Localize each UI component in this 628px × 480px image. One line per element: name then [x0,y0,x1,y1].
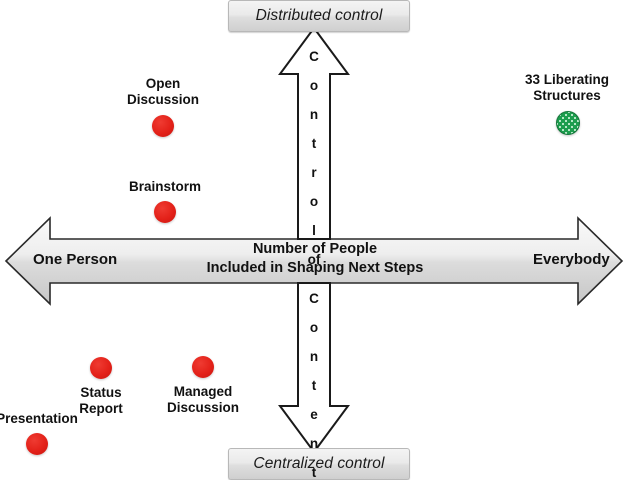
center-caption: Number of People Included in Shaping Nex… [150,240,480,278]
data-point-marker [192,356,214,378]
vletter: n [309,107,319,122]
vletter: l [312,223,316,238]
vletter: n [309,436,319,451]
vletter: C [309,291,319,306]
vertical-axis-label-content: C o n t e n t [294,292,334,480]
data-point-marker [26,433,48,455]
vletter: o [309,320,319,335]
data-point-marker [152,115,174,137]
data-point-label: Presentation [0,410,78,426]
vletter: e [310,407,318,422]
vletter: C [309,49,319,64]
data-point-marker [154,201,176,223]
data-point-marker [556,111,580,135]
data-point-marker [90,357,112,379]
data-point-label: Open Discussion [126,76,200,108]
vletter: r [311,165,317,180]
data-point-label: Brainstorm [128,178,201,194]
vletter: t [311,465,317,480]
axis-label-everybody: Everybody [533,251,610,268]
vletter: t [311,136,317,151]
center-caption-line-1: Number of People [252,241,378,257]
vletter: o [309,194,319,209]
data-point-label: 33 Liberating Structures [524,72,610,104]
vertical-axis-label-control-of: C o n t r o l of [294,50,334,282]
center-caption-line-2: Included in Shaping Next Steps [206,260,424,277]
vletter: o [309,78,319,93]
data-point-label: Status Report [79,385,123,417]
banner-distributed-control: Distributed control [228,0,410,32]
vletter: of [307,252,321,267]
vletter: n [309,349,319,364]
data-point-label: Managed Discussion [166,384,240,416]
axis-label-one-person: One Person [33,251,118,268]
vletter: t [311,378,317,393]
